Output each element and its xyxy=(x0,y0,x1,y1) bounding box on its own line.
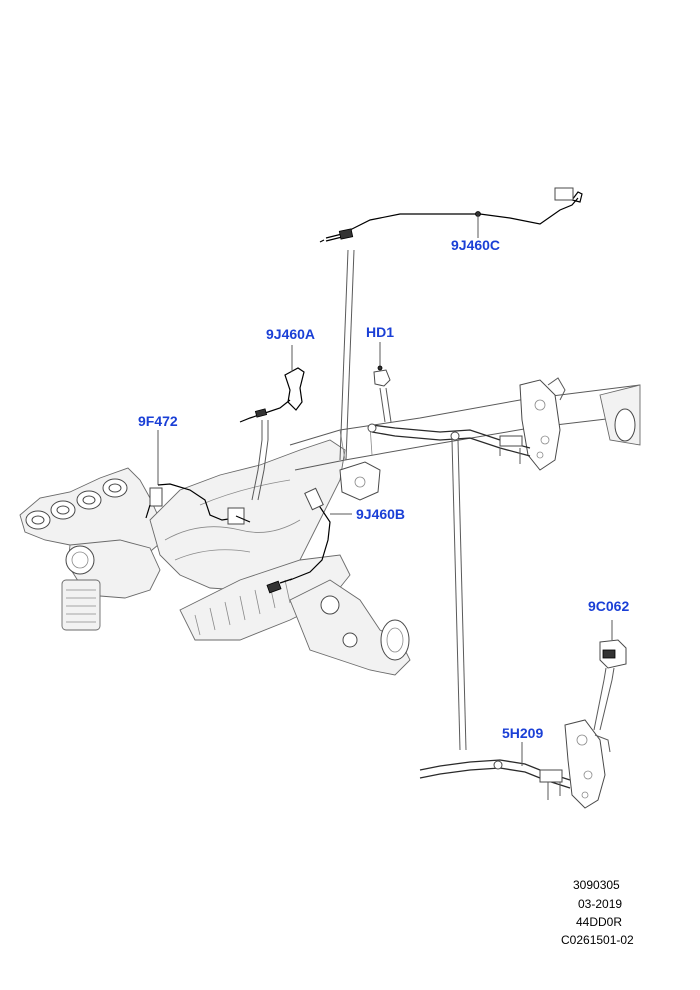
particulate-filter-assembly xyxy=(149,439,411,676)
callout-9J460B: 9J460B xyxy=(356,506,405,522)
callout-9J460C: 9J460C xyxy=(451,237,500,253)
sensor-9F472 xyxy=(145,430,251,525)
sensor-9J460B xyxy=(266,487,352,594)
upper-mounting-bracket xyxy=(519,377,566,471)
callout-HD1: HD1 xyxy=(366,324,394,340)
reference-number: 3090305 xyxy=(573,878,620,892)
clip-HD1 xyxy=(373,342,392,423)
sensor-9C062 xyxy=(593,620,627,731)
callout-5H209: 5H209 xyxy=(502,725,543,741)
leader-line xyxy=(451,439,461,751)
exhaust-pipe-run xyxy=(289,384,641,501)
pressure-hoses-upper xyxy=(367,423,531,464)
leader-line xyxy=(345,249,355,461)
reference-code: 44DD0R xyxy=(576,915,622,929)
leader-line xyxy=(339,249,349,461)
sensor-9J460A xyxy=(239,345,305,501)
callout-9C062: 9C062 xyxy=(588,598,629,614)
engine-turbo-assembly xyxy=(19,467,161,631)
reference-illustration-id: C0261501-02 xyxy=(561,933,634,947)
callout-9J460A: 9J460A xyxy=(266,326,315,342)
sensor-9J460C-harness xyxy=(319,187,583,243)
leader-line xyxy=(457,439,467,751)
pressure-hoses-lower xyxy=(419,719,611,809)
reference-date: 03-2019 xyxy=(578,897,622,911)
callout-9F472: 9F472 xyxy=(138,413,178,429)
